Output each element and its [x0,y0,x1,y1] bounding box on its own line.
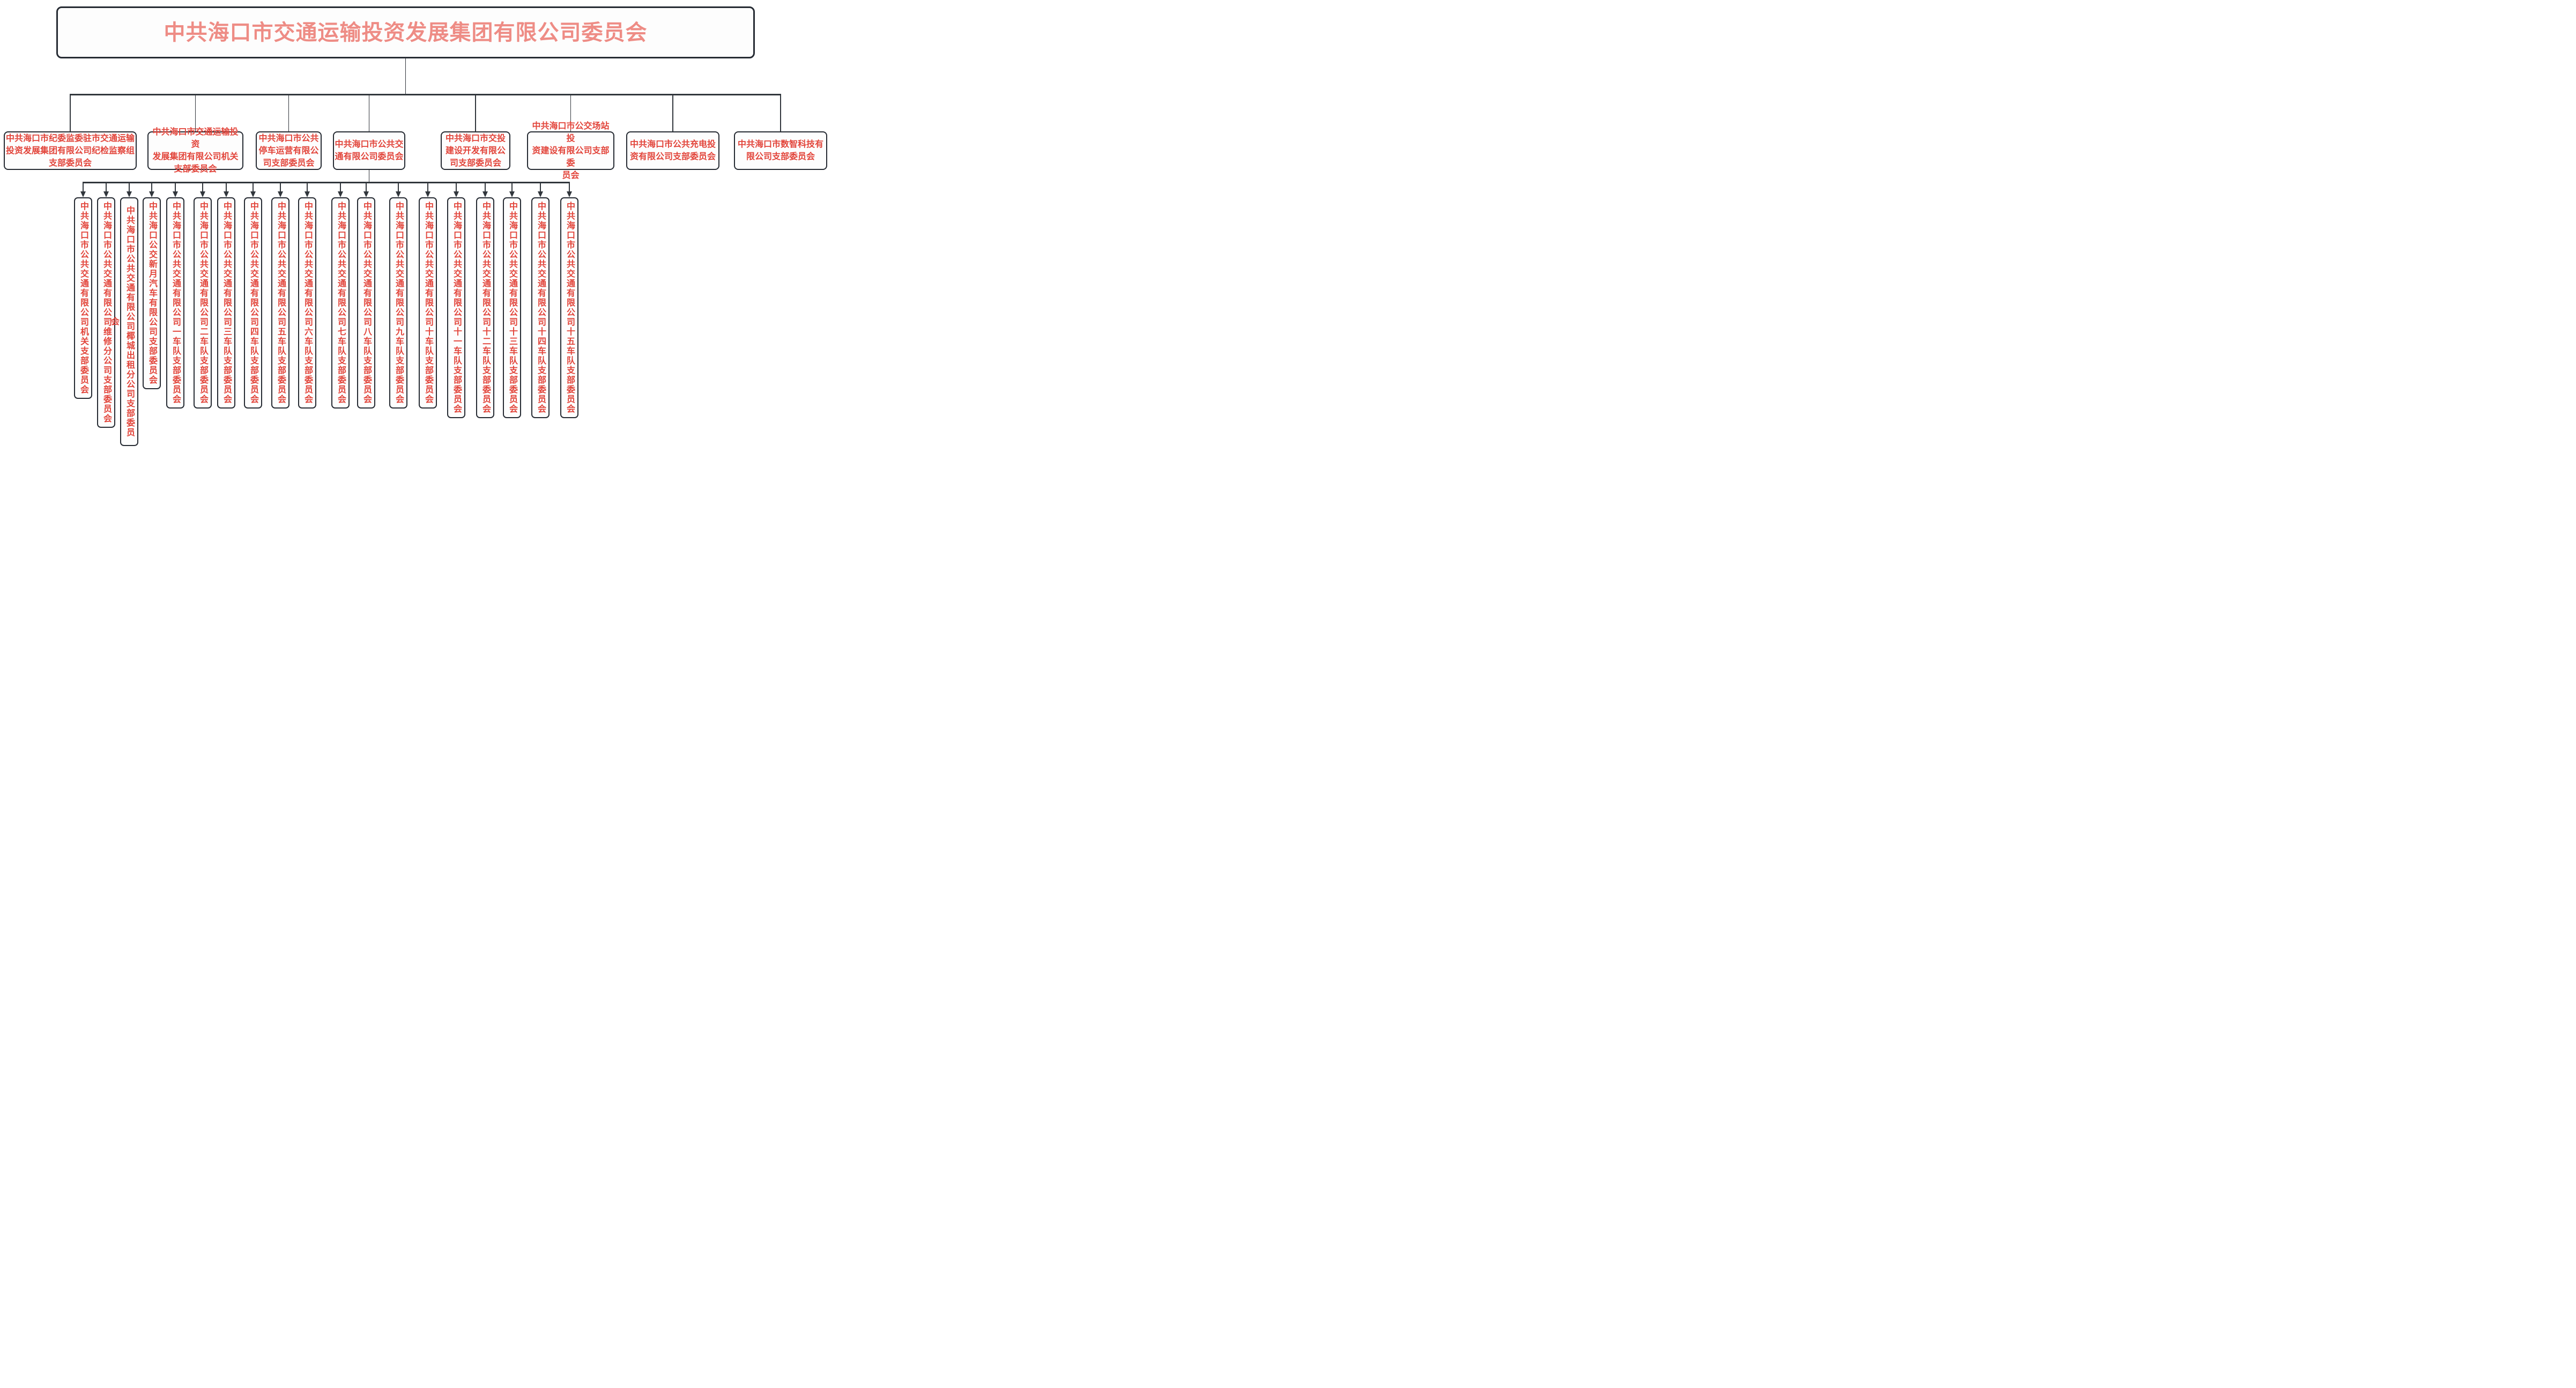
arrow-down-icon [396,191,401,197]
connector-level3-drop [366,182,367,191]
arrow-down-icon [305,191,310,197]
level2-committee-box: 中共海口市交通运输投资 发展集团有限公司机关 支部委员会 [147,128,243,174]
connector-level2-drop [672,94,673,131]
level3-branch-box: 中共海口市公共交通有限公司六车队支部委员会 [298,197,316,409]
level2-committee-box: 中共海口市纪委监委驻市交通运输 投资发展集团有限公司纪检监察组 支部委员会 [4,131,137,170]
connector-root-drop [405,58,406,94]
level3-branch-box: 中共海口公交新月汽车有限公司支部委员会 [143,197,161,389]
arrow-down-icon [567,191,572,197]
level2-committee-box: 中共海口市公共充电投 资有限公司支部委员会 [626,131,719,170]
level3-branch-box: 中共海口市公共交通有限公司十五车队支部委员会 [560,197,578,418]
connector-level3-drop [226,182,227,191]
connector-level2-drop [780,94,781,131]
level2-committee-box: 中共海口市公交场站投 资建设有限公司支部委 员会 [527,122,614,180]
level2-committee-box: 中共海口市交投 建设开发有限公 司支部委员会 [441,131,510,170]
level3-branch-box: 中共海口市公共交通有限公司十车队支部委员会 [419,197,437,409]
level2-committee-label: 中共海口市纪委监委驻市交通运输 投资发展集团有限公司纪检监察组 支部委员会 [5,133,135,168]
connector-level3-drop [456,182,457,191]
connector-level2-drop [368,94,370,131]
arrow-down-icon [173,191,178,197]
connector-level3-drop [427,182,428,191]
level2-committee-label: 中共海口市公共 停车运营有限公 司支部委员会 [258,133,319,168]
root-committee-box: 中共海口市交通运输投资发展集团有限公司委员会 [56,6,755,58]
connector-level3-drop [485,182,486,191]
level3-branch-box: 中共海口市公共交通有限公司七车队支部委员会 [331,197,350,409]
root-committee-label: 中共海口市交通运输投资发展集团有限公司委员会 [164,20,648,44]
connector-level2-drop [570,94,571,131]
level2-committee-label: 中共海口市数智科技有 限公司支部委员会 [737,140,823,161]
connector-level3-drop [569,182,570,191]
connector-level3-drop [398,182,399,191]
level3-branch-box: 中共海口市公共交通有限公司椰城出租分公司支部委员会 [109,197,138,446]
level3-branch-box: 中共海口市公共交通有限公司十四车队支部委员会 [531,197,550,418]
level3-branch-box: 中共海口市公共交通有限公司十一车队支部委员会 [447,197,465,418]
connector-level3-drop [540,182,541,191]
arrow-down-icon [538,191,543,197]
connector-level3-drop [253,182,254,191]
arrow-down-icon [80,191,86,197]
level2-committee-label: 中共海口市交通运输投资 发展集团有限公司机关 支部委员会 [152,128,239,174]
connector-level2-drop [288,94,289,131]
connector-level3-drop [129,182,130,191]
arrow-down-icon [127,191,132,197]
level2-committee-box: 中共海口市公共交 通有限公司委员会 [333,131,405,170]
level2-committee-label: 中共海口市公交场站投 资建设有限公司支部委 员会 [532,121,610,180]
level2-committee-label: 中共海口市公共充电投 资有限公司支部委员会 [629,140,716,161]
level3-branch-box: 中共海口市公共交通有限公司九车队支部委员会 [389,197,407,409]
arrow-down-icon [338,191,343,197]
level2-committee-label: 中共海口市公共交 通有限公司委员会 [335,140,404,161]
connector-level3-drop [151,182,152,191]
arrow-down-icon [200,191,205,197]
level3-branch-box: 中共海口市公共交通有限公司三车队支部委员会 [217,197,235,409]
arrow-down-icon [363,191,369,197]
level3-branch-box: 中共海口市公共交通有限公司二车队支部委员会 [194,197,212,409]
connector-level3-drop [202,182,203,191]
connector-level3-drop [106,182,107,191]
connector-level2-drop [195,94,196,131]
arrow-down-icon [482,191,488,197]
connector-level3-drop [175,182,176,191]
connector-level3-drop [280,182,281,191]
connector-level3-drop [340,182,341,191]
level3-branch-box: 中共海口市公共交通有限公司五车队支部委员会 [271,197,289,409]
arrow-down-icon [250,191,256,197]
connector-level2-drop [70,94,71,131]
level3-branch-box: 中共海口市公共交通有限公司八车队支部委员会 [357,197,375,409]
arrow-down-icon [103,191,109,197]
level3-branch-box: 中共海口市公共交通有限公司四车队支部委员会 [244,197,262,409]
connector-level3-bus [83,182,569,183]
connector-level3-drop [307,182,308,191]
level3-branch-box: 中共海口市公共交通有限公司十二车队支部委员会 [476,197,494,418]
level2-committee-box: 中共海口市数智科技有 限公司支部委员会 [734,131,827,170]
connector-parent-drop [368,170,370,182]
level2-committee-label: 中共海口市交投 建设开发有限公 司支部委员会 [445,133,506,168]
arrow-down-icon [425,191,430,197]
level3-branch-box: 中共海口市公共交通有限公司十三车队支部委员会 [503,197,521,418]
level3-branch-box: 中共海口市公共交通有限公司维修分公司支部委员会 [97,197,115,428]
connector-level3-drop [83,182,84,191]
level3-branch-box: 中共海口市公共交通有限公司一车队支部委员会 [166,197,184,409]
arrow-down-icon [278,191,283,197]
connector-level2-bus [70,94,781,95]
connector-level2-drop [475,94,476,131]
connector-level3-drop [511,182,513,191]
arrow-down-icon [224,191,229,197]
level3-branch-box: 中共海口市公共交通有限公司机关支部委员会 [74,197,92,399]
level2-committee-box: 中共海口市公共 停车运营有限公 司支部委员会 [256,131,322,170]
arrow-down-icon [509,191,515,197]
arrow-down-icon [454,191,459,197]
org-chart: 中共海口市交通运输投资发展集团有限公司委员会 中共海口市纪委监委驻市交通运输 投… [0,0,828,446]
arrow-down-icon [149,191,154,197]
